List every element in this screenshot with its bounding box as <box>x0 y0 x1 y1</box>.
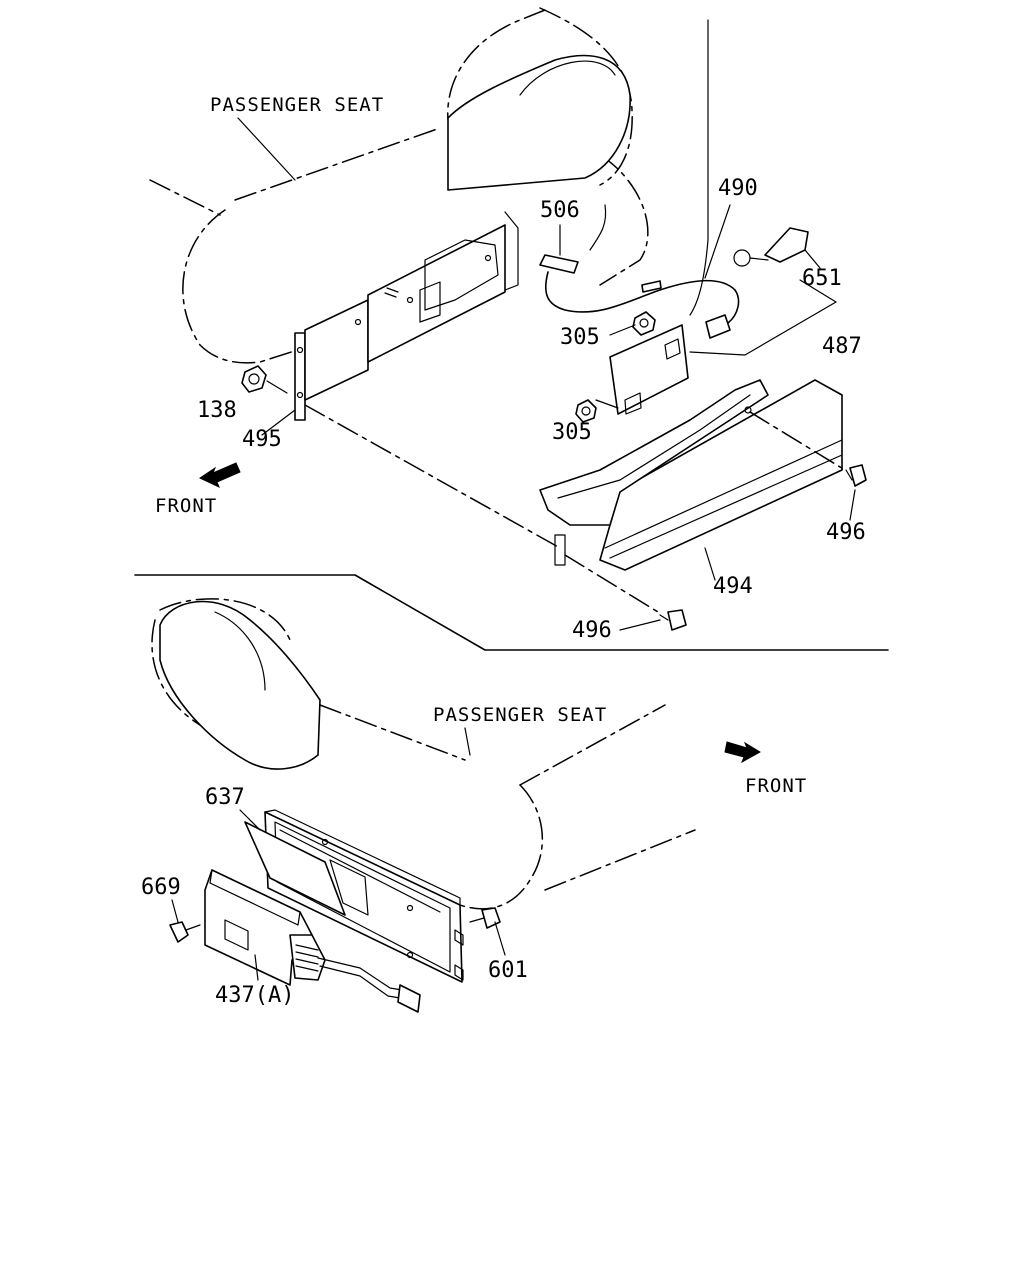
callout-437a: 437(A) <box>215 983 295 1008</box>
seat-armrest-bottom <box>159 600 321 770</box>
callout-490: 490 <box>718 176 758 201</box>
callout-305-lower: 305 <box>552 420 592 445</box>
callout-leaders-top <box>237 117 856 581</box>
callout-506: 506 <box>540 198 580 223</box>
control-unit-437 <box>204 869 421 1013</box>
front-arrow-top <box>198 462 241 488</box>
callout-496-right: 496 <box>826 520 866 545</box>
leader-lines-top <box>304 404 846 613</box>
front-label-top: FRONT <box>155 495 218 517</box>
callout-637: 637 <box>205 785 245 810</box>
callout-494: 494 <box>713 574 753 599</box>
callout-651: 651 <box>802 266 842 291</box>
sensor-module-487 <box>609 279 837 415</box>
nut-305-upper <box>632 311 656 336</box>
seat-label-bottom: PASSENGER SEAT <box>433 704 608 726</box>
side-cover-494 <box>539 379 843 571</box>
front-arrow-bottom <box>724 741 761 764</box>
screw-669 <box>169 899 201 943</box>
mounting-frame-637 <box>244 809 464 983</box>
connector-651 <box>733 227 809 267</box>
callout-138: 138 <box>197 398 237 423</box>
callout-601: 601 <box>488 958 528 983</box>
front-label-bottom: FRONT <box>745 775 808 797</box>
callout-496-lower: 496 <box>572 618 612 643</box>
bolt-496-lower <box>619 609 687 631</box>
seat-label-top: PASSENGER SEAT <box>210 94 385 116</box>
callout-495: 495 <box>242 427 282 452</box>
nut-138 <box>241 365 288 394</box>
callout-669: 669 <box>141 875 181 900</box>
wire-harness-490 <box>539 204 740 339</box>
bolt-496-right <box>845 464 867 487</box>
callout-leaders-bottom <box>239 727 471 981</box>
callout-305-upper: 305 <box>560 325 600 350</box>
nut-305-lower <box>575 399 619 423</box>
seat-armrest-top <box>447 54 631 191</box>
screw-601 <box>469 907 506 956</box>
callout-487: 487 <box>822 334 862 359</box>
view-separator <box>134 574 889 651</box>
mounting-bracket-495 <box>294 211 519 421</box>
